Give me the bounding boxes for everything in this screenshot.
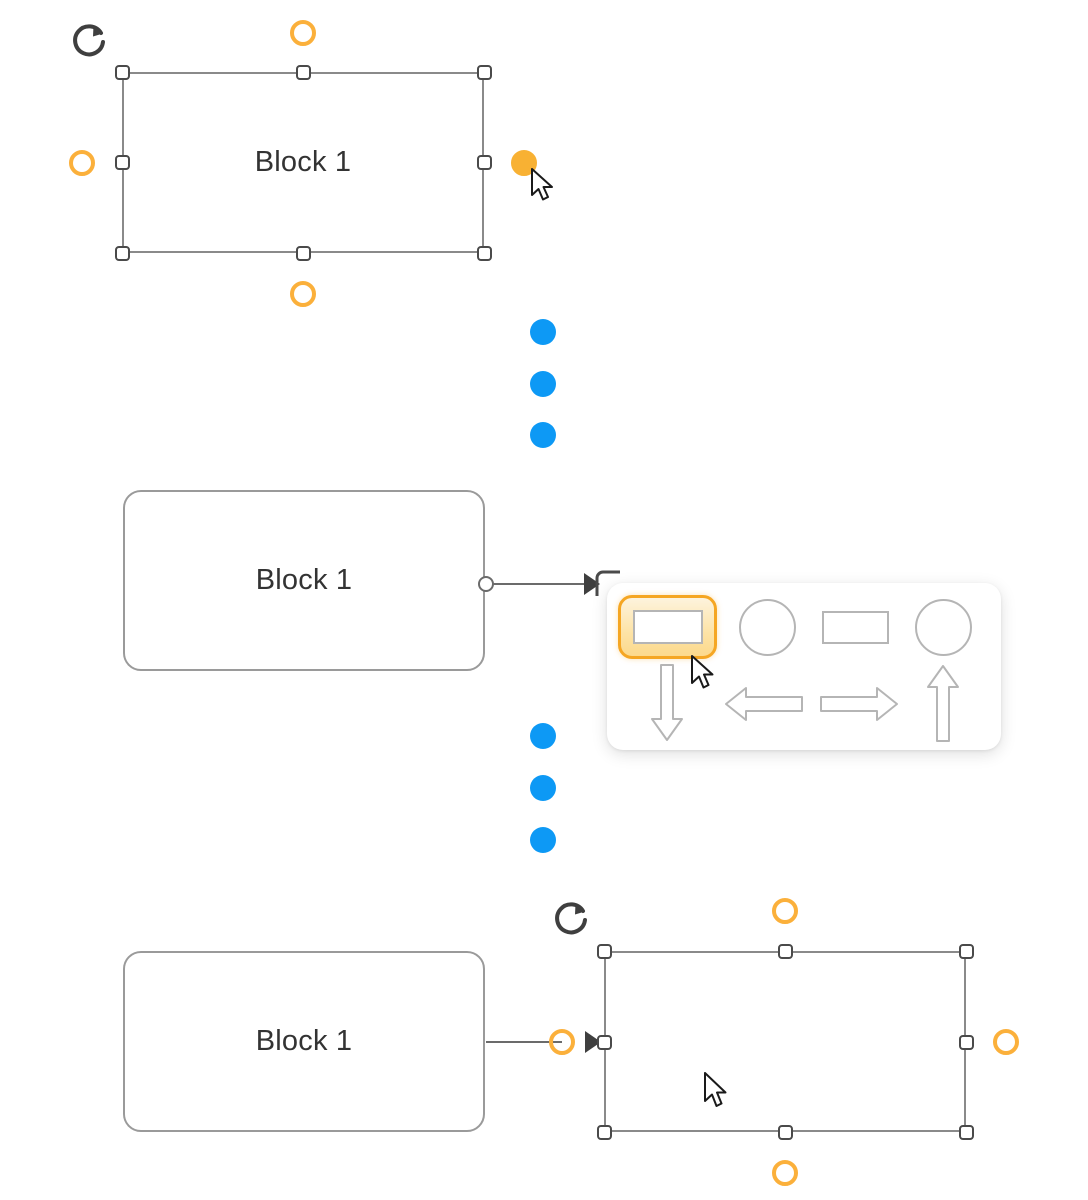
resize-handle-bottom-center[interactable] [777,1124,793,1140]
connection-port-right[interactable] [993,1029,1019,1055]
palette-arrow-up[interactable] [907,663,979,743]
separator-dot [530,723,556,749]
rotate-clockwise-icon[interactable] [70,20,108,60]
block-label: Block 1 [255,564,353,596]
palette-shape-circle-1[interactable] [727,595,807,659]
resize-handle-top-center[interactable] [295,64,311,80]
connector-line[interactable] [487,583,592,585]
resize-handle-bottom-left[interactable] [114,245,130,261]
rectangle-shape-icon [821,610,889,644]
new-block-preview-corner [595,570,620,596]
separator-dot [530,371,556,397]
separator-dot [530,827,556,853]
rotate-clockwise-icon[interactable] [552,898,590,938]
arrow-up-icon [927,665,959,742]
step-2-group: Block 1 [0,0,1088,750]
shape-palette-popup[interactable] [607,583,1001,750]
separator-dot [530,775,556,801]
resize-handle-top-left[interactable] [114,64,130,80]
resize-handle-bottom-right[interactable] [958,1124,974,1140]
resize-handle-middle-left[interactable] [114,154,130,170]
palette-shape-circle-2[interactable] [903,595,983,659]
connector-source-endpoint[interactable] [478,576,494,592]
palette-arrow-right[interactable] [812,679,906,729]
resize-handle-bottom-left[interactable] [596,1124,612,1140]
palette-arrow-left[interactable] [717,679,811,729]
diagram-block[interactable]: Block 1 [123,951,485,1132]
resize-handle-middle-left[interactable] [596,1034,612,1050]
arrow-left-icon [725,687,803,721]
connector-source-endpoint-orange[interactable] [549,1029,575,1055]
resize-handle-top-left[interactable] [596,943,612,959]
circle-shape-icon [914,598,972,656]
resize-handle-top-right[interactable] [958,943,974,959]
resize-handle-bottom-center[interactable] [295,245,311,261]
block-label: Block 1 [254,146,352,178]
connection-port-bottom[interactable] [772,1160,798,1186]
resize-handle-middle-right[interactable] [476,154,492,170]
connection-port-left[interactable] [69,150,95,176]
palette-shape-rectangle-2[interactable] [815,595,895,659]
palette-arrow-down[interactable] [631,663,703,743]
separator-dot [530,319,556,345]
connector-line[interactable] [486,1041,562,1043]
palette-shape-rectangle-selected[interactable] [618,595,717,659]
connection-port-top[interactable] [772,898,798,924]
connector-arrowhead-icon [584,573,600,595]
resize-handle-top-center[interactable] [777,943,793,959]
diagram-block[interactable]: Block 1 [123,490,485,671]
resize-handle-top-right[interactable] [476,64,492,80]
connection-port-bottom[interactable] [290,281,316,307]
step-1-group: Block 1 [0,0,600,320]
rectangle-shape-icon [632,610,703,644]
circle-shape-icon [738,598,796,656]
resize-handle-bottom-right[interactable] [476,245,492,261]
arrow-right-icon [820,687,898,721]
block-label: Block 1 [255,1025,353,1057]
resize-handle-middle-right[interactable] [958,1034,974,1050]
connection-port-top[interactable] [290,20,316,46]
separator-dot [530,422,556,448]
block-label [604,951,966,1132]
connector-arrowhead-icon [585,1031,601,1053]
arrow-down-icon [651,664,683,741]
